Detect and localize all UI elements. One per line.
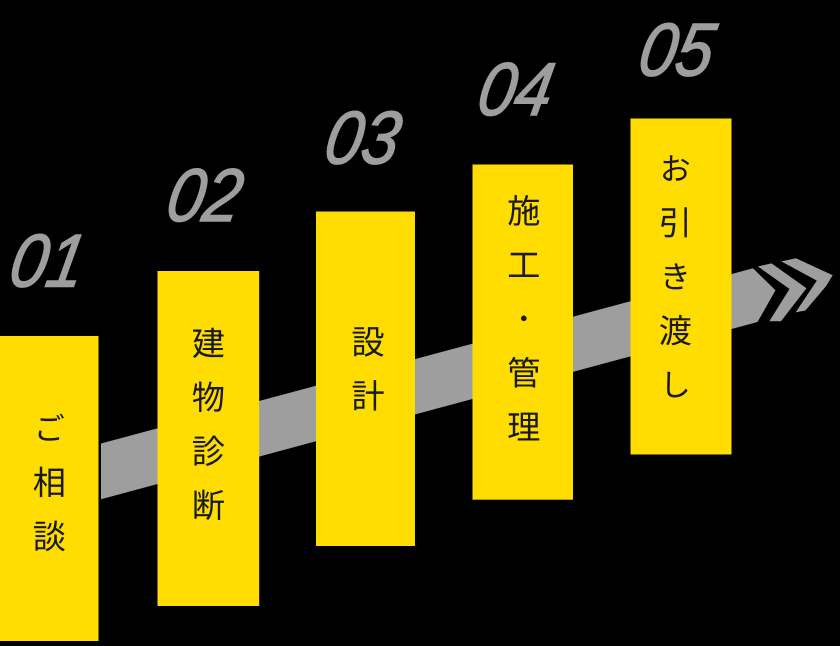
svg-text:05: 05	[633, 8, 722, 92]
svg-text:01: 01	[4, 219, 93, 303]
svg-text:04: 04	[472, 48, 561, 132]
svg-text:02: 02	[161, 154, 250, 238]
svg-text:03: 03	[319, 96, 408, 180]
